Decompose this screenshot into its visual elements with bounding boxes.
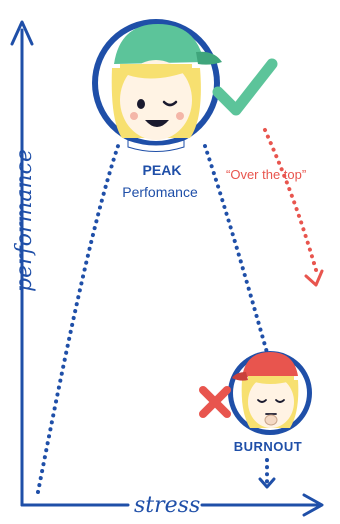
peak-subtitle: Perfomance <box>122 184 198 200</box>
burnout-avatar <box>228 351 312 435</box>
x-axis-label: stress <box>134 493 200 518</box>
peak-title: PEAK <box>143 162 182 178</box>
over-the-top-label: “Over the top” <box>226 167 306 182</box>
burnout-label: BURNOUT <box>234 439 303 454</box>
x-icon <box>203 390 227 414</box>
y-axis-label: performance <box>12 149 37 292</box>
burnout-arrow <box>260 460 274 487</box>
over-the-top-arrow <box>265 130 322 285</box>
check-icon <box>218 64 272 110</box>
peak-avatar <box>92 19 222 152</box>
